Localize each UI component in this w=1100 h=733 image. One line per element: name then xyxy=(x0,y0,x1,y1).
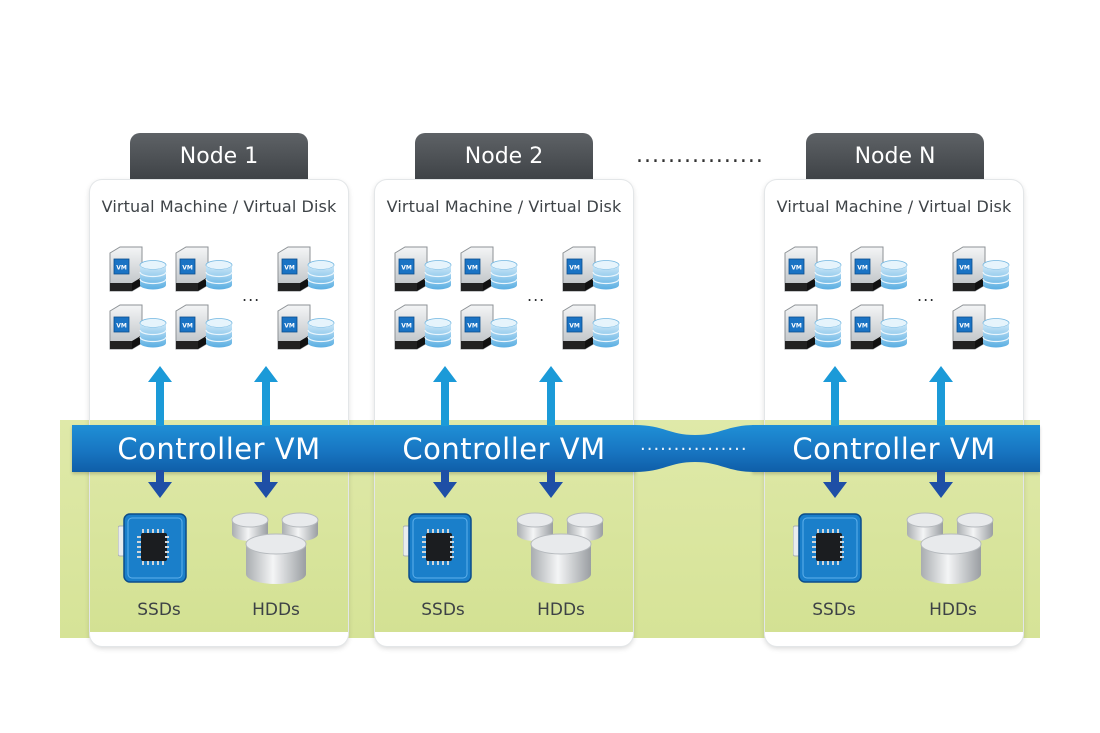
node-n-ssd-label: SSDs xyxy=(812,600,856,620)
node-1-arrow-up-right xyxy=(254,366,278,426)
node-1-vm-ellipsis: ... xyxy=(242,286,261,305)
node-n-vm-icon-4: VM xyxy=(784,304,842,350)
node-1-arrow-down-left xyxy=(148,470,172,498)
node-2-vm-ellipsis: ... xyxy=(527,286,546,305)
node-n-controller-label: Controller VM xyxy=(792,432,996,466)
node-2-arrow-down-right xyxy=(539,470,563,498)
node-n-arrow-down-left xyxy=(823,470,847,498)
svg-text:VM: VM xyxy=(959,323,970,330)
svg-text:VM: VM xyxy=(401,265,412,272)
svg-text:VM: VM xyxy=(569,265,580,272)
node-n-vm-icon-5: VM xyxy=(850,304,908,350)
node-1-vm-icon-4: VM xyxy=(109,304,167,350)
node-1-arrow-up-left xyxy=(148,366,172,426)
node-1-vm-icon-3: VM xyxy=(277,246,335,292)
node-2-controller-label: Controller VM xyxy=(402,432,606,466)
node-1-hdd-label: HDDs xyxy=(252,600,300,620)
node-n-vm-icon-2: VM xyxy=(850,246,908,292)
node-1-vm-icon-1: VM xyxy=(109,246,167,292)
node-1-arrow-down-right xyxy=(254,470,278,498)
node-2-arrow-up-left xyxy=(433,366,457,426)
node-n-arrow-up-left xyxy=(823,366,847,426)
svg-text:VM: VM xyxy=(791,265,802,272)
node-1-tab: Node 1 xyxy=(130,133,308,179)
node-2-tab: Node 2 xyxy=(415,133,593,179)
svg-text:VM: VM xyxy=(116,323,127,330)
node-1-ssd-icon xyxy=(118,513,187,583)
node-1-vm-icon-6: VM xyxy=(277,304,335,350)
svg-text:VM: VM xyxy=(182,323,193,330)
controller-bar-left xyxy=(72,425,636,472)
node-n-vm-icon-1: VM xyxy=(784,246,842,292)
node-2-vm-caption: Virtual Machine / Virtual Disk xyxy=(386,197,622,216)
node-n-tab: Node N xyxy=(806,133,984,179)
node-n-vm-icon-6: VM xyxy=(952,304,1010,350)
svg-text:VM: VM xyxy=(857,323,868,330)
node-2-vm-icon-5: VM xyxy=(460,304,518,350)
node-2-arrow-down-left xyxy=(433,470,457,498)
svg-text:VM: VM xyxy=(467,265,478,272)
svg-text:VM: VM xyxy=(467,323,478,330)
nodes-ellipsis: ................ xyxy=(636,143,764,168)
node-2-arrow-up-right xyxy=(539,366,563,426)
node-n-arrow-up-right xyxy=(929,366,953,426)
svg-text:VM: VM xyxy=(791,323,802,330)
node-n-hdd-icon xyxy=(906,512,994,584)
node-1-vm-icon-2: VM xyxy=(175,246,233,292)
svg-text:VM: VM xyxy=(959,265,970,272)
svg-text:VM: VM xyxy=(182,265,193,272)
node-2-vm-icon-6: VM xyxy=(562,304,620,350)
node-n-ssd-icon xyxy=(793,513,862,583)
node-n-vm-caption: Virtual Machine / Virtual Disk xyxy=(776,197,1012,216)
node-2-ssd-label: SSDs xyxy=(421,600,465,620)
node-2-ssd-icon xyxy=(403,513,472,583)
controller-ellipsis: ................ xyxy=(640,434,748,455)
node-n-hdd-label: HDDs xyxy=(929,600,977,620)
svg-text:VM: VM xyxy=(284,265,295,272)
node-2-hdd-label: HDDs xyxy=(537,600,585,620)
node-1-vm-caption: Virtual Machine / Virtual Disk xyxy=(101,197,337,216)
svg-text:VM: VM xyxy=(116,265,127,272)
svg-text:VM: VM xyxy=(401,323,412,330)
node-1-controller-label: Controller VM xyxy=(117,432,321,466)
node-2-vm-icon-3: VM xyxy=(562,246,620,292)
node-2-hdd-icon xyxy=(516,512,604,584)
node-2-vm-icon-2: VM xyxy=(460,246,518,292)
node-1-vm-icon-5: VM xyxy=(175,304,233,350)
controller-bar-connector xyxy=(634,425,756,472)
svg-text:VM: VM xyxy=(857,265,868,272)
node-2-vm-icon-4: VM xyxy=(394,304,452,350)
node-n-vm-icon-3: VM xyxy=(952,246,1010,292)
node-1-ssd-label: SSDs xyxy=(137,600,181,620)
node-n-vm-ellipsis: ... xyxy=(917,286,936,305)
node-1-hdd-icon xyxy=(231,512,319,584)
node-n-arrow-down-right xyxy=(929,470,953,498)
node-2-vm-icon-1: VM xyxy=(394,246,452,292)
controller-bar-right xyxy=(752,425,1040,472)
svg-text:VM: VM xyxy=(569,323,580,330)
svg-text:VM: VM xyxy=(284,323,295,330)
